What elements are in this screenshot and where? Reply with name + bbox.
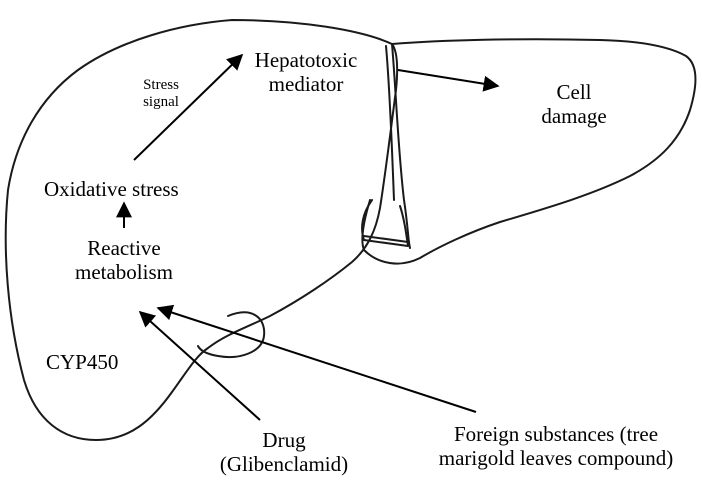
foreign-line-1: Foreign substances (tree	[410, 422, 702, 446]
hepatotoxic-line-2: mediator	[226, 72, 386, 96]
drug-label: Drug (Glibenclamid)	[194, 428, 374, 476]
stress-signal-line-2: signal	[126, 94, 196, 111]
falciform-ligament	[392, 44, 410, 248]
cell-damage-line-2: damage	[509, 104, 639, 128]
hepatotoxic-line-1: Hepatotoxic	[226, 48, 386, 72]
cell-damage-line-1: Cell	[509, 80, 639, 104]
foreign-line-2: marigold leaves compound)	[410, 446, 702, 470]
stress-signal-line-1: Stress	[126, 77, 196, 94]
cyp450-label: CYP450	[46, 350, 118, 374]
stress-signal-label: Stress signal	[126, 77, 196, 112]
hepatotoxic-mediator-label: Hepatotoxic mediator	[226, 48, 386, 96]
drug-line-2: (Glibenclamid)	[194, 452, 374, 476]
reactive-metabolism-line-2: metabolism	[54, 260, 194, 284]
arrow-mediator-to-cell-damage	[398, 70, 498, 86]
drug-line-1: Drug	[194, 428, 374, 452]
reactive-metabolism-label: Reactive metabolism	[54, 236, 194, 284]
reactive-metabolism-line-1: Reactive	[54, 236, 194, 260]
oxidative-stress-label: Oxidative stress	[44, 177, 179, 201]
cell-damage-label: Cell damage	[509, 80, 639, 128]
arrow-foreign-to-reactive	[158, 308, 476, 412]
foreign-substances-label: Foreign substances (tree marigold leaves…	[410, 422, 702, 470]
